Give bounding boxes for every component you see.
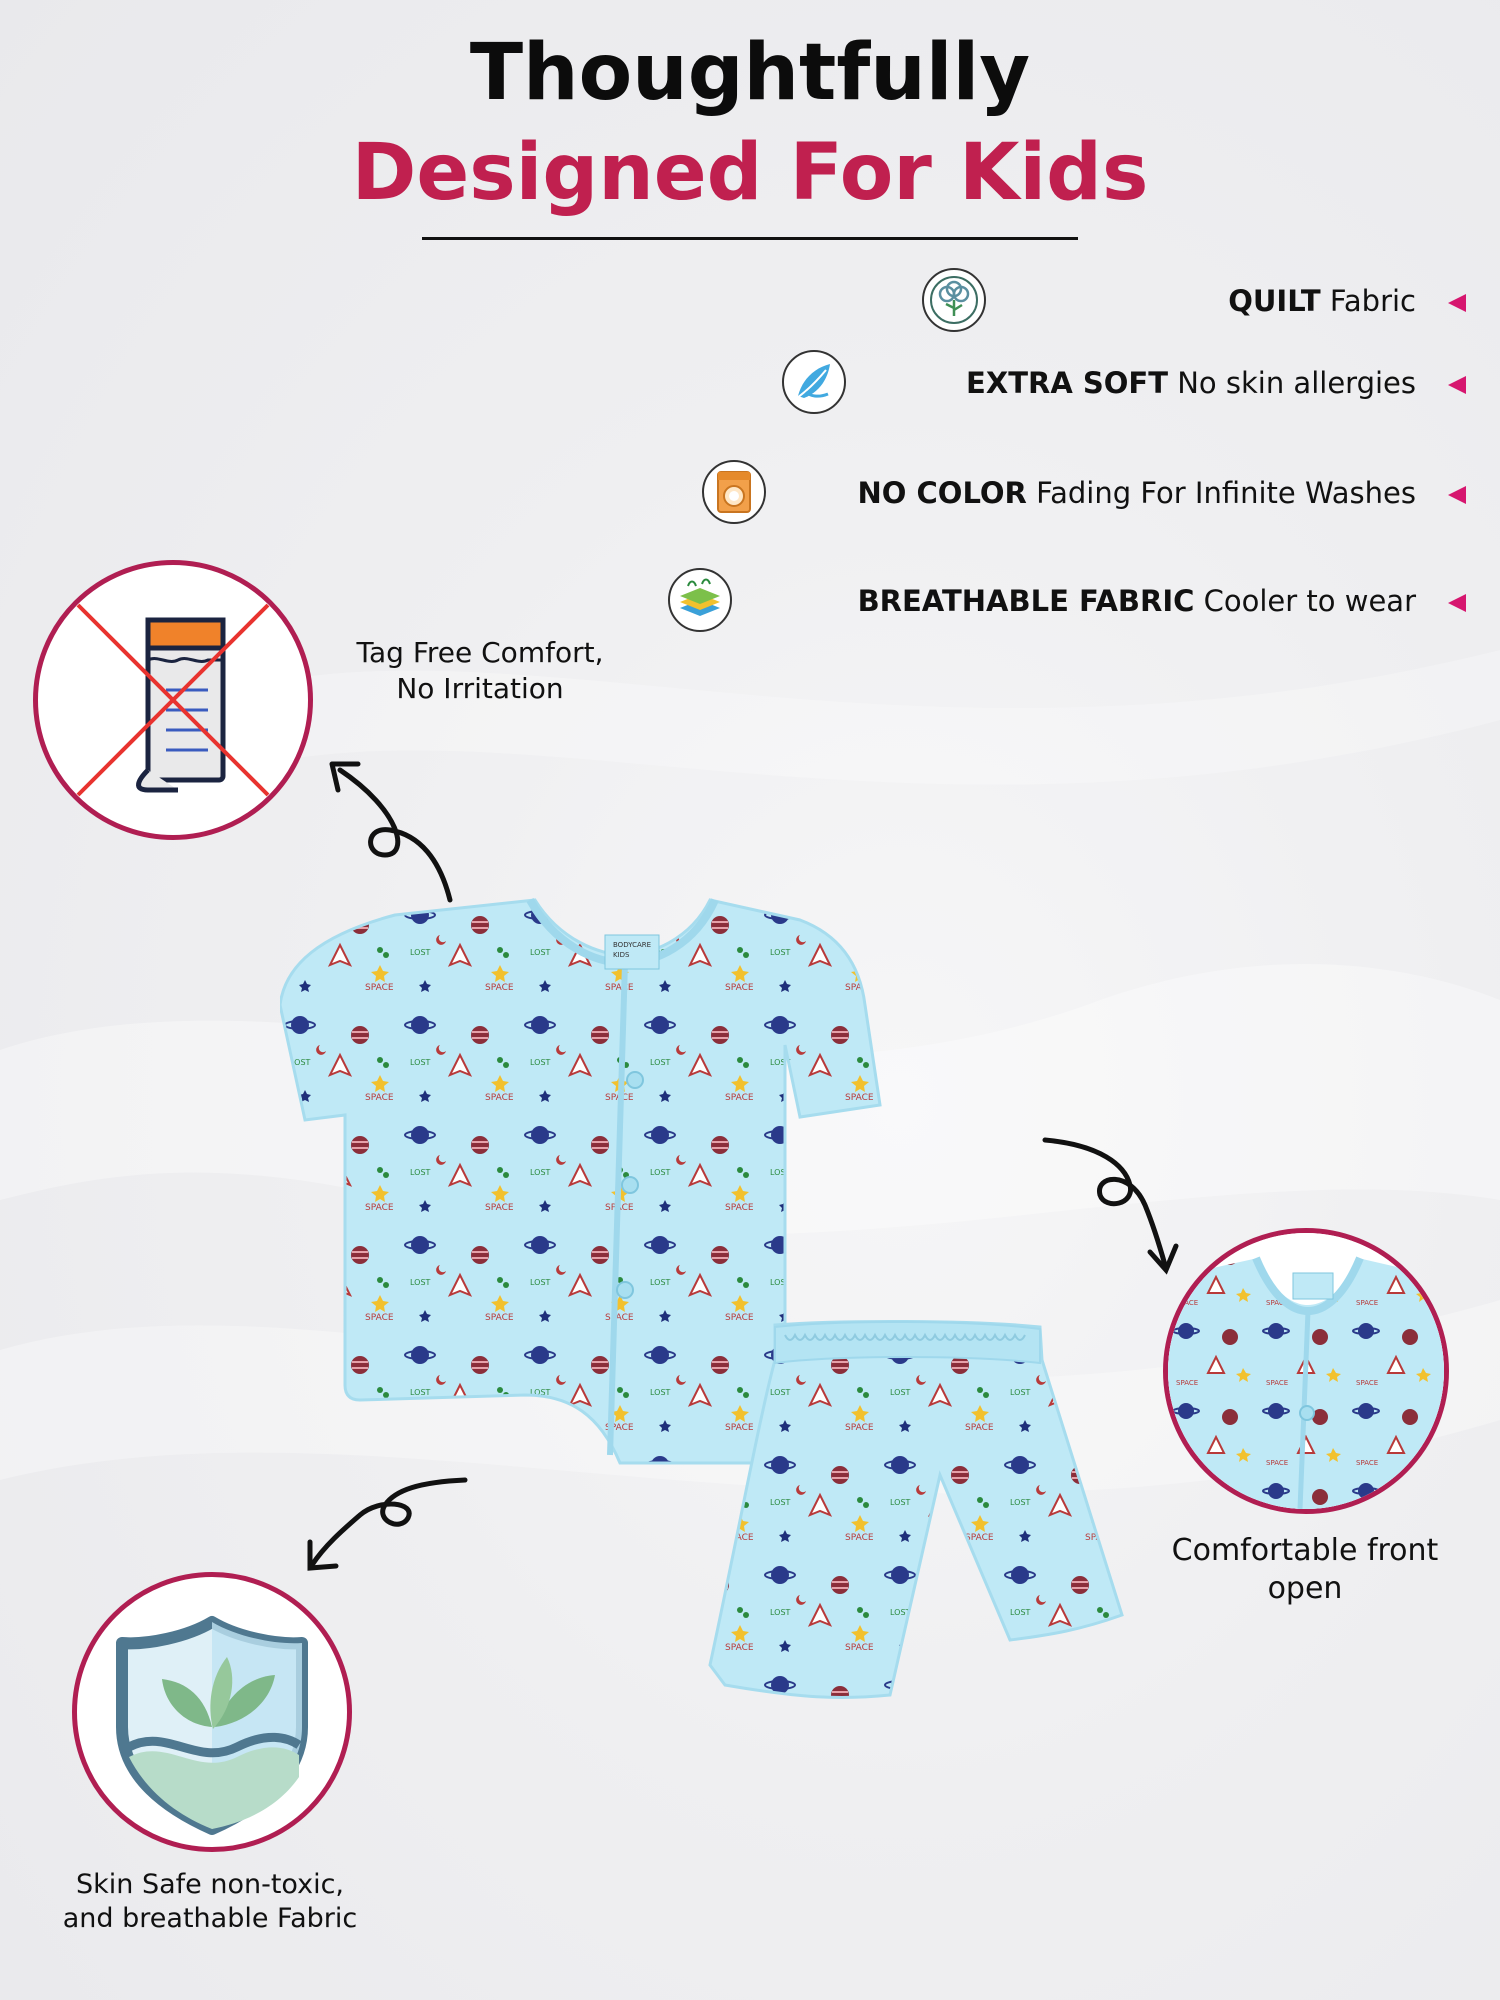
feature-text: NO COLOR Fading For Infinite Washes (857, 476, 1417, 510)
loop-arrow-icon (329, 761, 453, 903)
feature-quilt-fabric: QUILT Fabric (900, 268, 1500, 338)
page-subtitle: Designed For Kids (351, 128, 1149, 218)
feature-text: QUILT Fabric (1228, 284, 1416, 318)
skin-safe-circle (72, 1572, 352, 1852)
title-divider (422, 237, 1078, 240)
pointer-triangle-icon (1448, 294, 1466, 312)
cotton-plant-icon (922, 268, 986, 332)
svg-text:KIDS: KIDS (613, 951, 630, 959)
feather-soft-icon (782, 350, 846, 414)
tag-free-caption: Tag Free Comfort, No Irritation (356, 636, 604, 705)
pointer-triangle-icon (1448, 376, 1466, 394)
pointer-triangle-icon (1448, 594, 1466, 612)
pointer-triangle-icon (1448, 486, 1466, 504)
feature-breathable-fabric: BREATHABLE FABRIC Cooler to wear (668, 568, 1500, 638)
feature-no-color-fading: NO COLOR Fading For Infinite Washes (700, 460, 1500, 530)
feature-extra-soft: EXTRA SOFT No skin allergies (780, 350, 1500, 420)
feature-text: BREATHABLE FABRIC Cooler to wear (857, 584, 1416, 618)
loop-arrow-icon (1042, 1137, 1179, 1275)
kids-clothing-set-image: SPACE LOST BODYCARE KIDS (280, 898, 1124, 1700)
loop-arrow-icon (307, 1477, 468, 1571)
shield-leaf-icon (116, 1616, 308, 1835)
washing-machine-icon (702, 460, 766, 524)
skin-safe-caption: Skin Safe non-toxic, and breathable Fabr… (62, 1869, 358, 1934)
front-open-circle: SPACE (1163, 1228, 1449, 1514)
breathable-fabric-icon (668, 568, 732, 632)
tag-free-circle (33, 560, 313, 840)
page-title: Thoughtfully (469, 28, 1031, 118)
svg-text:BODYCARE: BODYCARE (613, 941, 651, 949)
crossed-label-tag-icon (76, 603, 270, 797)
front-open-caption: Comfortable front open (1171, 1533, 1439, 1606)
feature-text: EXTRA SOFT No skin allergies (966, 366, 1416, 400)
front-open-closeup-icon: SPACE (1168, 1233, 1444, 1509)
